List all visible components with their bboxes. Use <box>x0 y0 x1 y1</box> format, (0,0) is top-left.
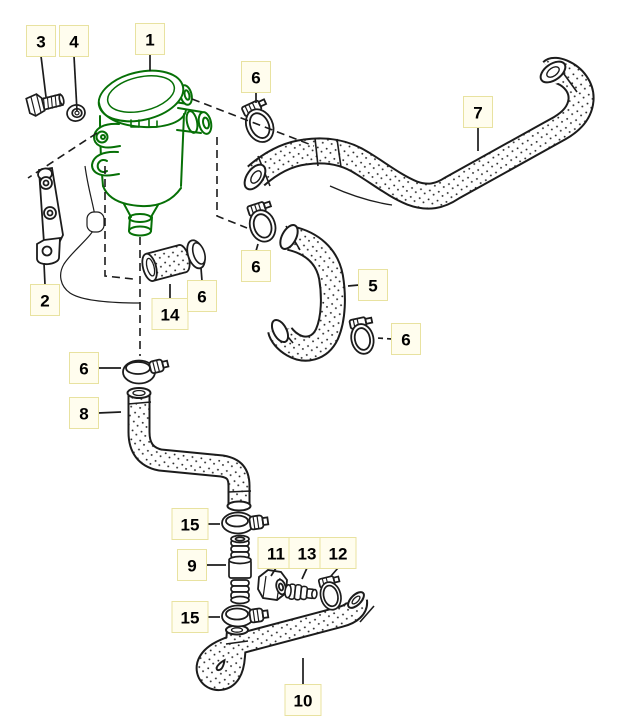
part-number-label[interactable]: 2 <box>40 292 49 311</box>
assembly-lines-layer <box>27 98 315 356</box>
part-callout-12[interactable]: 12 <box>319 537 357 577</box>
part-number-label[interactable]: 3 <box>36 33 45 52</box>
part-7-hose <box>243 56 595 210</box>
part-number-label[interactable]: 5 <box>368 277 377 296</box>
callout-hotspot-box[interactable] <box>135 23 165 55</box>
part-number-label[interactable]: 13 <box>298 545 317 564</box>
part-number-label[interactable]: 6 <box>79 360 88 379</box>
callout-leader-line <box>40 55 47 98</box>
part-number-label[interactable]: 6 <box>251 69 260 88</box>
part-6-clamp <box>348 316 375 355</box>
callout-hotspot-box[interactable] <box>171 601 209 633</box>
part-number-label[interactable]: 6 <box>197 288 206 307</box>
part-15-clamp <box>221 511 270 535</box>
part-10-hose <box>195 591 375 692</box>
part-callout-3[interactable]: 3 <box>26 25 56 98</box>
callout-leader-line <box>330 567 339 577</box>
callout-hotspot-box[interactable] <box>59 25 89 57</box>
part-callout-6[interactable]: 6 <box>241 61 271 104</box>
part-callout-8[interactable]: 8 <box>69 397 122 429</box>
callout-hotspot-box[interactable] <box>241 250 271 282</box>
part-number-label[interactable]: 15 <box>181 516 200 535</box>
part-2-bracket <box>36 166 64 266</box>
callout-hotspot-box[interactable] <box>30 284 60 316</box>
part-4-washer <box>66 104 86 122</box>
part-number-label[interactable]: 8 <box>79 405 88 424</box>
callout-hotspot-box[interactable] <box>463 96 493 128</box>
callout-leader-line <box>301 567 308 580</box>
callout-leader-line <box>255 243 259 252</box>
callout-hotspot-box[interactable] <box>319 537 357 569</box>
part-callout-6[interactable]: 6 <box>69 352 122 384</box>
part-callout-2[interactable]: 2 <box>30 262 60 316</box>
part-callout-1[interactable]: 1 <box>135 23 165 72</box>
part-callout-5[interactable]: 5 <box>347 269 388 301</box>
part-3-bolt <box>25 93 65 117</box>
part-callout-15[interactable]: 15 <box>171 601 220 633</box>
reference-outline <box>60 165 141 304</box>
part-callout-6[interactable]: 6 <box>187 267 217 312</box>
callout-hotspot-box[interactable] <box>151 298 189 330</box>
callout-hotspot-box[interactable] <box>257 537 295 569</box>
part-9-connector <box>228 534 252 605</box>
callout-hotspot-box[interactable] <box>171 508 209 540</box>
part-callout-6[interactable]: 6 <box>241 243 271 282</box>
part-number-label[interactable]: 6 <box>251 258 260 277</box>
part-callout-7[interactable]: 7 <box>463 96 493 152</box>
part-13-fitting <box>284 583 318 601</box>
part-number-label[interactable]: 10 <box>294 692 313 711</box>
part-callout-9[interactable]: 9 <box>177 549 227 581</box>
callout-hotspot-box[interactable] <box>177 549 207 581</box>
part-15-clamp <box>221 604 270 628</box>
part-callout-11[interactable]: 11 <box>257 537 295 577</box>
callout-hotspot-box[interactable] <box>69 397 99 429</box>
callout-leader-line <box>200 267 203 282</box>
callout-layer: 3 4 1 6 7 2 6 14 6 5 6 6 8 15 9 11 13 12 15 10 <box>26 23 493 716</box>
callout-leader-line <box>376 337 393 340</box>
part-6-clamp <box>246 200 277 243</box>
part-number-label[interactable]: 7 <box>473 104 482 123</box>
part-callout-14[interactable]: 14 <box>151 284 189 330</box>
part-callout-6[interactable]: 6 <box>376 323 421 355</box>
part-number-label[interactable]: 9 <box>187 557 196 576</box>
callout-hotspot-box[interactable] <box>284 684 322 716</box>
callout-leader-line <box>73 55 78 112</box>
part-number-label[interactable]: 11 <box>267 545 285 564</box>
callout-leader-line <box>347 284 360 287</box>
part-number-label[interactable]: 15 <box>181 609 200 628</box>
callout-hotspot-box[interactable] <box>391 323 421 355</box>
assembly-dashed-line <box>104 166 134 280</box>
assembly-dashed-line <box>191 98 315 147</box>
part-callout-15[interactable]: 15 <box>171 508 220 540</box>
callout-hotspot-box[interactable] <box>241 61 271 93</box>
callout-leader-line <box>97 411 122 414</box>
part-6-clamp <box>122 358 170 385</box>
assembly-dashed-line <box>216 137 248 229</box>
part-12-clamp <box>317 575 342 611</box>
callout-hotspot-box[interactable] <box>69 352 99 384</box>
assembly-dashed-line <box>27 132 98 179</box>
part-1-canister <box>91 69 213 237</box>
part-number-label[interactable]: 1 <box>145 31 154 50</box>
part-number-label[interactable]: 14 <box>161 306 180 325</box>
part-8-hose <box>126 387 252 512</box>
callout-hotspot-box[interactable] <box>26 25 56 57</box>
callout-leader-line <box>270 567 277 577</box>
callout-hotspot-box[interactable] <box>358 269 388 301</box>
callout-hotspot-box[interactable] <box>187 280 217 312</box>
part-callout-10[interactable]: 10 <box>284 658 322 716</box>
part-number-label[interactable]: 4 <box>69 33 79 52</box>
part-number-label[interactable]: 12 <box>329 545 348 564</box>
part-callout-4[interactable]: 4 <box>59 25 89 112</box>
part-number-label[interactable]: 6 <box>401 331 410 350</box>
callout-leader-line <box>43 262 46 286</box>
part-14-sleeve <box>141 244 191 282</box>
part-5-hose <box>267 224 346 362</box>
